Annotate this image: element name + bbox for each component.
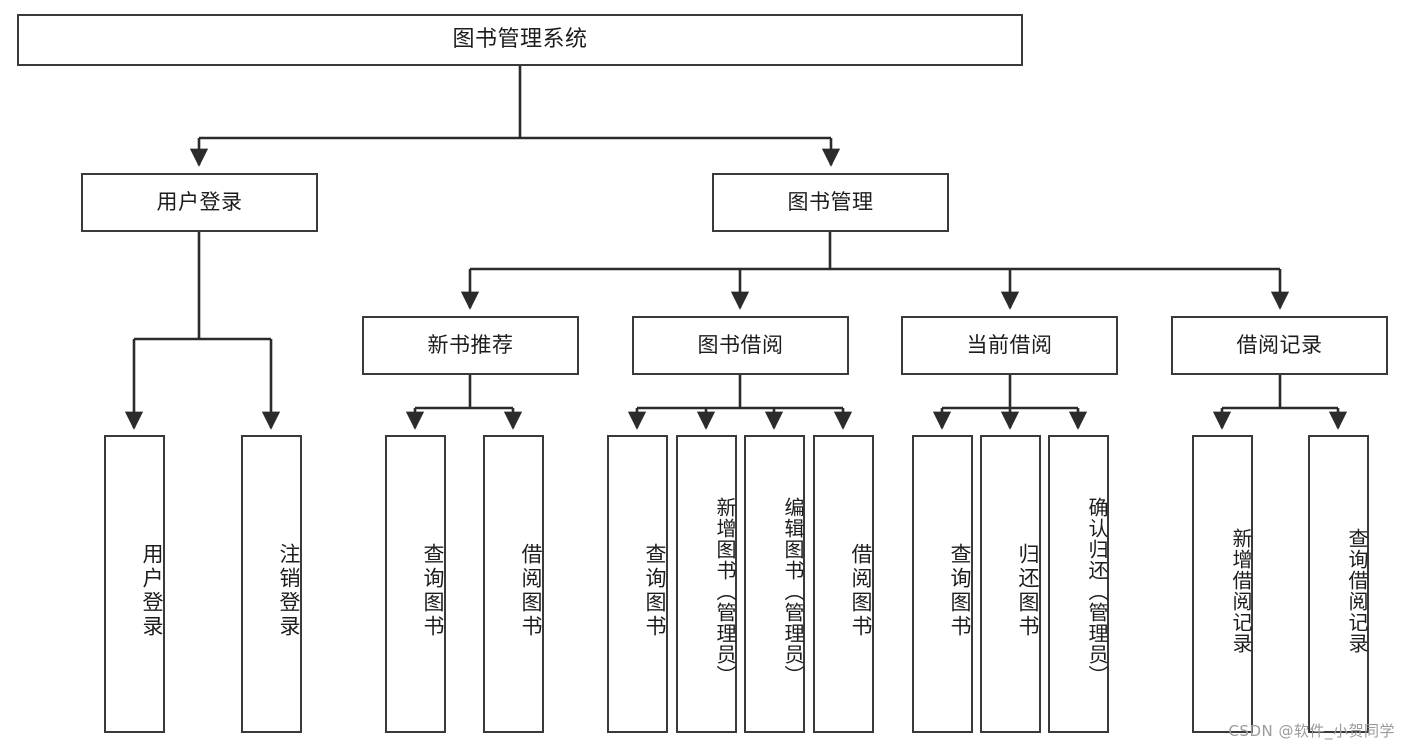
node-label: 归还图书 xyxy=(1016,543,1040,639)
node-label: 新增图书（管理员） xyxy=(713,496,737,686)
node-label: 新书推荐 xyxy=(427,332,514,357)
leaf-query-book-current[interactable]: 查询图书 xyxy=(912,435,973,733)
node-root-book-management-system[interactable]: 图书管理系统 xyxy=(17,14,1023,66)
leaf-confirm-return-admin[interactable]: 确认归还（管理员） xyxy=(1048,435,1109,733)
node-new-book-recommendation[interactable]: 新书推荐 xyxy=(362,316,579,375)
leaf-query-book-recommendation[interactable]: 查询图书 xyxy=(385,435,446,733)
leaf-add-borrow-record[interactable]: 新增借阅记录 xyxy=(1192,435,1253,733)
node-label: 借阅图书 xyxy=(849,543,873,639)
leaf-borrow-book-recommendation[interactable]: 借阅图书 xyxy=(483,435,544,733)
node-label: 图书借阅 xyxy=(697,332,784,357)
node-label: 当前借阅 xyxy=(966,332,1053,357)
leaf-borrow-book-borrowing[interactable]: 借阅图书 xyxy=(813,435,874,733)
leaf-logout[interactable]: 注销登录 xyxy=(241,435,302,733)
node-label: 用户登录 xyxy=(140,543,164,639)
node-label: 图书管理 xyxy=(787,189,874,214)
node-label: 借阅记录 xyxy=(1236,332,1323,357)
leaf-add-book-admin[interactable]: 新增图书（管理员） xyxy=(676,435,737,733)
leaf-query-borrow-record[interactable]: 查询借阅记录 xyxy=(1308,435,1369,733)
node-user-login[interactable]: 用户登录 xyxy=(81,173,318,232)
node-label: 确认归还（管理员） xyxy=(1085,496,1109,686)
watermark: CSDN @软件_小贺同学 xyxy=(1228,722,1395,740)
leaf-return-book[interactable]: 归还图书 xyxy=(980,435,1041,733)
node-label: 借阅图书 xyxy=(519,543,543,639)
node-label: 查询图书 xyxy=(643,543,667,639)
leaf-edit-book-admin[interactable]: 编辑图书（管理员） xyxy=(744,435,805,733)
node-label: 用户登录 xyxy=(156,189,243,214)
node-label: 查询借阅记录 xyxy=(1345,528,1369,654)
node-label: 新增借阅记录 xyxy=(1229,528,1253,654)
node-label: 查询图书 xyxy=(948,543,972,639)
node-book-borrowing[interactable]: 图书借阅 xyxy=(632,316,849,375)
node-label: 编辑图书（管理员） xyxy=(781,496,805,686)
leaf-query-book-borrowing[interactable]: 查询图书 xyxy=(607,435,668,733)
leaf-user-login[interactable]: 用户登录 xyxy=(104,435,165,733)
node-current-borrowing[interactable]: 当前借阅 xyxy=(901,316,1118,375)
node-borrow-record[interactable]: 借阅记录 xyxy=(1171,316,1388,375)
node-label: 注销登录 xyxy=(277,543,301,639)
node-book-management[interactable]: 图书管理 xyxy=(712,173,949,232)
node-label: 查询图书 xyxy=(421,543,445,639)
node-label: 图书管理系统 xyxy=(452,26,588,52)
